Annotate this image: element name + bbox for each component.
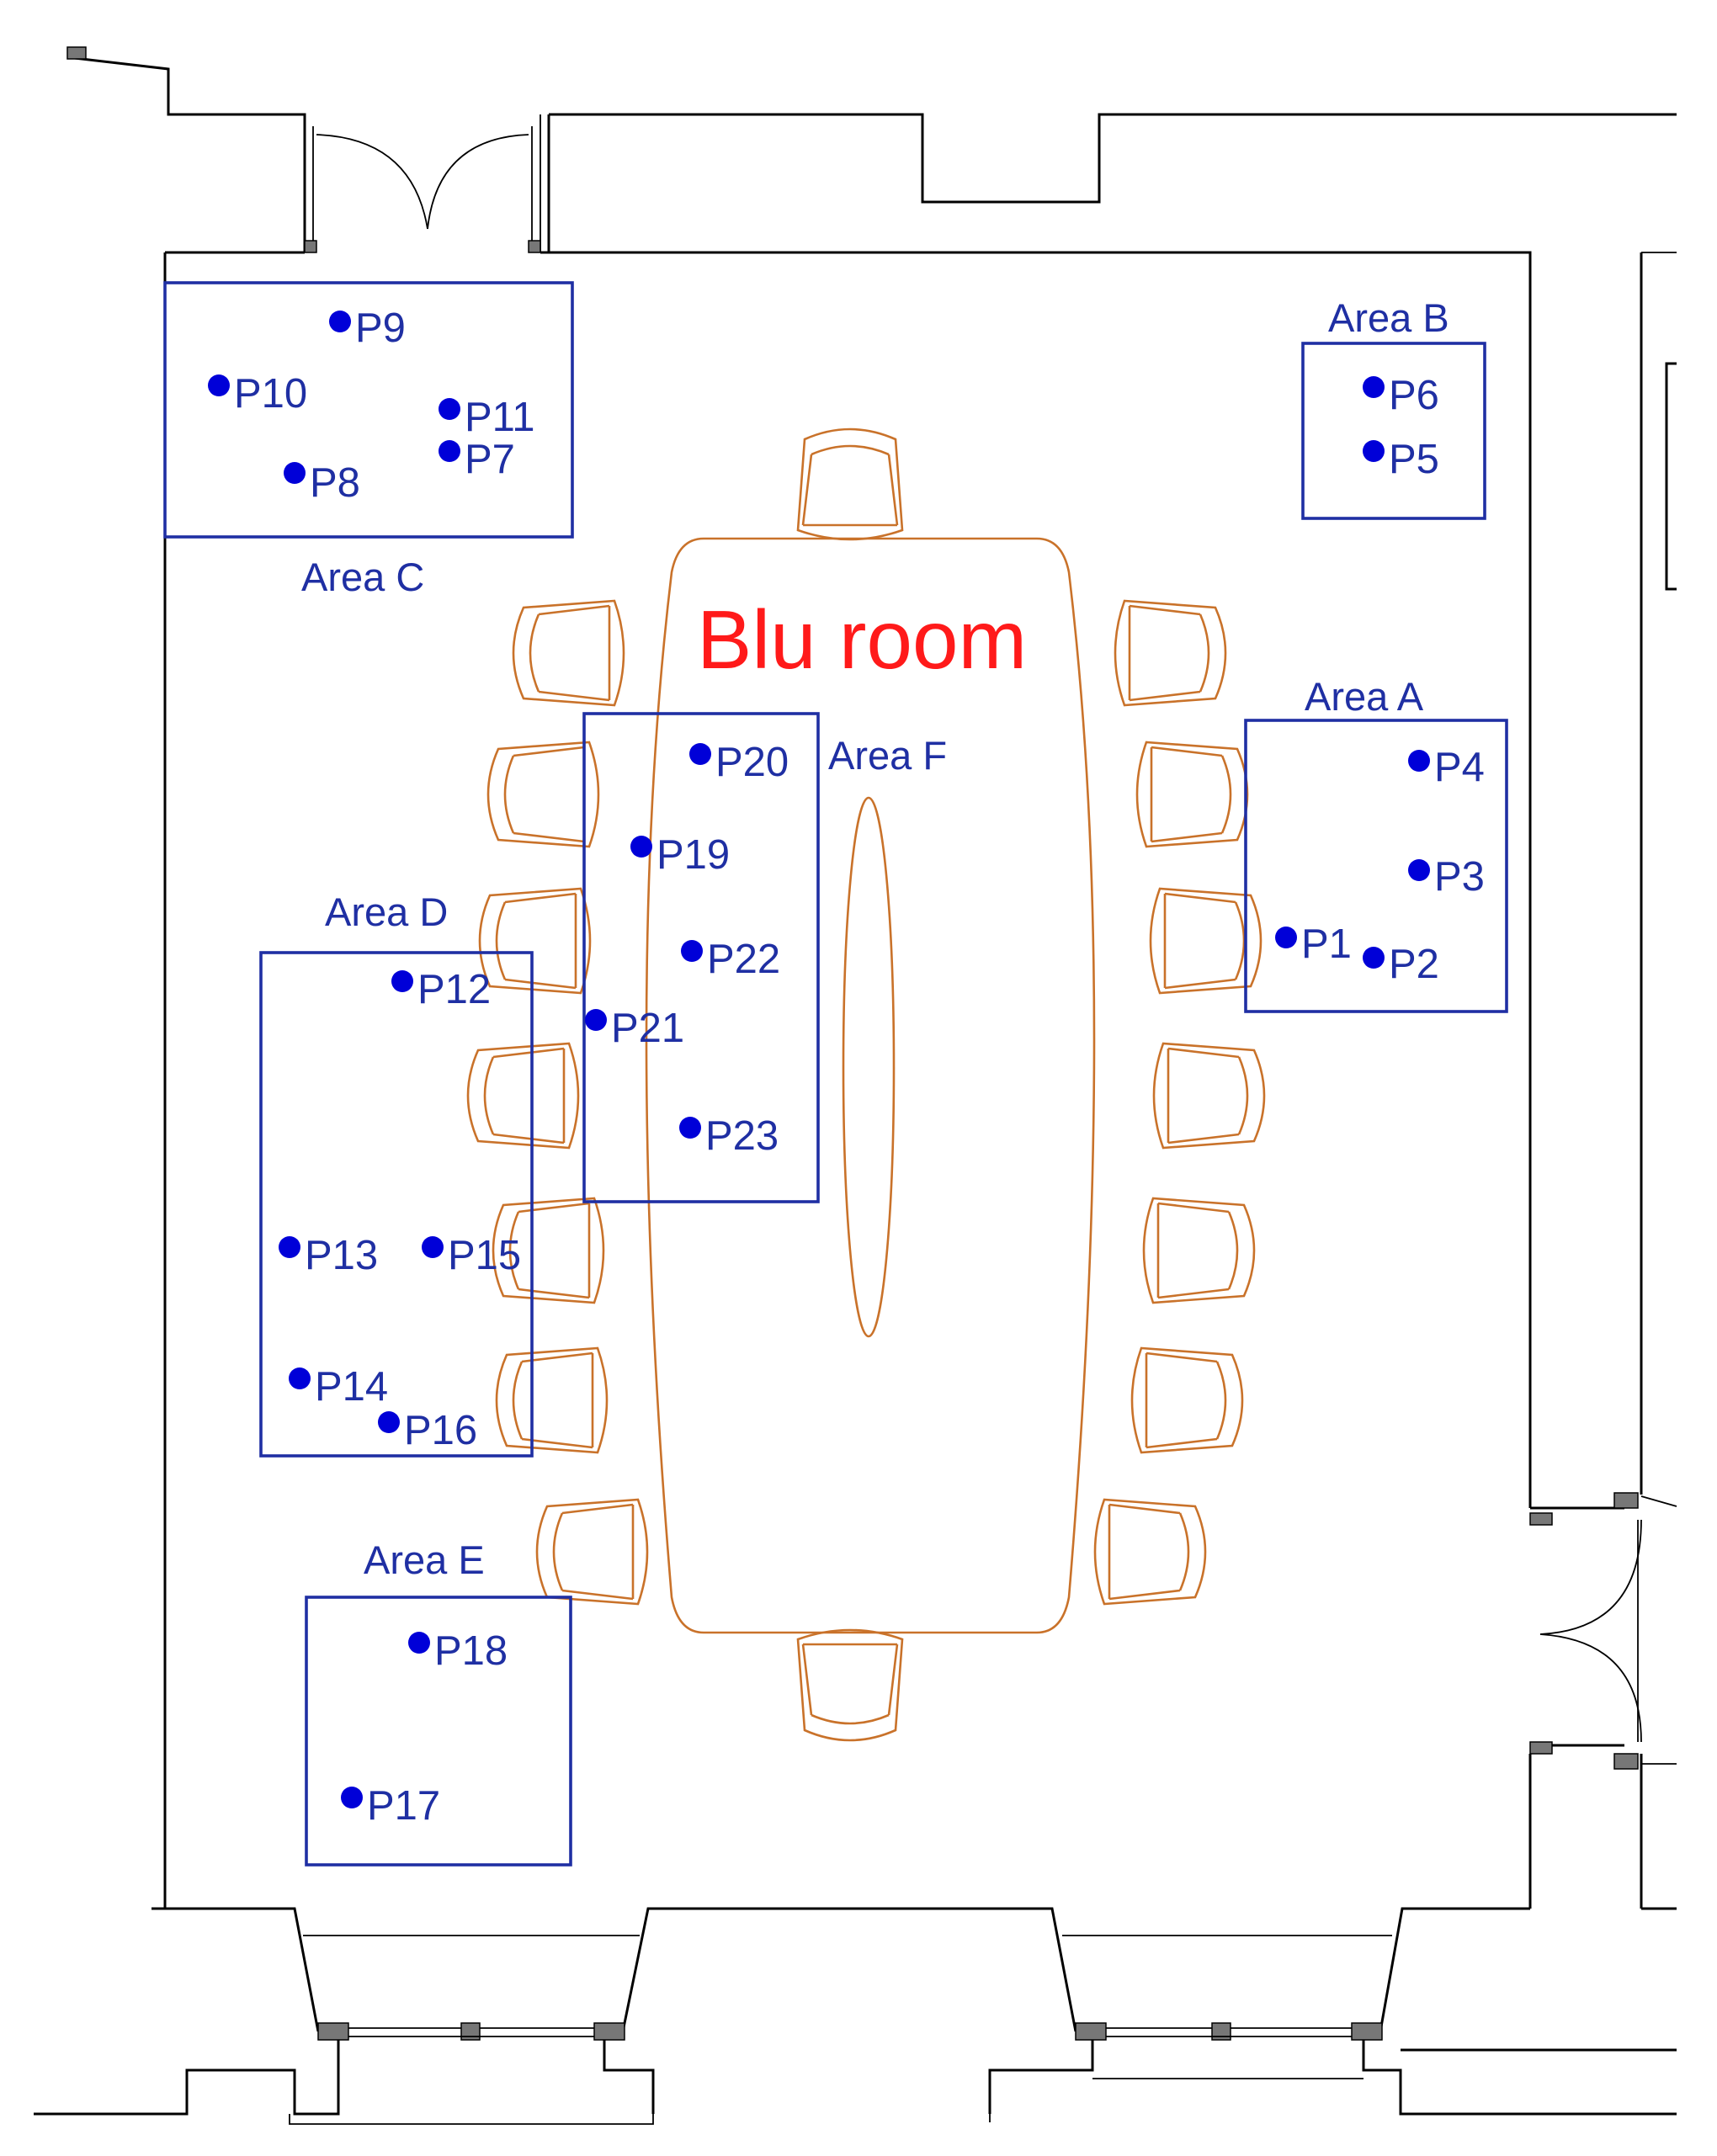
- measurement-points: P1 P2 P3 P4 P5 P6 P7 P8 P9 P10 P11 P12 P…: [208, 305, 1485, 1829]
- point-p9-label: P9: [355, 305, 406, 351]
- point-p10-dot: [208, 374, 230, 396]
- chair: [1135, 741, 1249, 848]
- point-p21-label: P21: [611, 1006, 684, 1051]
- point-p18-label: P18: [434, 1628, 508, 1674]
- point-p2-label: P2: [1389, 942, 1439, 987]
- area-d-label: Area D: [325, 889, 448, 934]
- point-p16-dot: [378, 1411, 400, 1433]
- point-p14-label: P14: [315, 1364, 388, 1410]
- point-p4-dot: [1408, 750, 1430, 772]
- chair: [1130, 1346, 1244, 1454]
- point-p20-label: P20: [715, 740, 789, 785]
- point-p12-dot: [391, 970, 413, 992]
- point-p19-dot: [630, 836, 652, 858]
- point-p7-dot: [439, 440, 460, 462]
- conference-table: [645, 537, 1096, 1634]
- chair: [1142, 1197, 1256, 1304]
- point-p11-label: P11: [465, 395, 535, 440]
- area-e-label: Area E: [364, 1537, 485, 1582]
- point-p6-label: P6: [1389, 373, 1439, 418]
- area-c-box: [163, 281, 574, 539]
- point-p21-dot: [585, 1009, 607, 1031]
- point-p8-label: P8: [310, 460, 360, 506]
- point-p4-label: P4: [1434, 745, 1485, 790]
- point-p5-dot: [1363, 440, 1385, 462]
- point-p23-dot: [679, 1117, 701, 1139]
- point-p17-dot: [341, 1787, 363, 1808]
- point-p13-label: P13: [305, 1233, 378, 1278]
- entrance-door: [304, 114, 541, 253]
- chair: [492, 1197, 605, 1304]
- chairs: [466, 427, 1266, 1742]
- chair: [1114, 599, 1227, 707]
- point-p11-dot: [439, 398, 460, 420]
- area-a-box: [1244, 719, 1508, 1013]
- point-p12-label: P12: [417, 967, 491, 1012]
- point-p5-label: P5: [1389, 437, 1439, 482]
- point-p3-label: P3: [1434, 854, 1485, 900]
- chair: [486, 741, 600, 848]
- walls: [34, 46, 1677, 2125]
- area-f-label: Area F: [828, 733, 947, 778]
- point-p7-label: P7: [465, 437, 515, 482]
- point-p18-dot: [408, 1632, 430, 1654]
- chair: [495, 1346, 609, 1454]
- point-p9-dot: [329, 311, 351, 332]
- point-p6-dot: [1363, 376, 1385, 398]
- point-p19-label: P19: [656, 832, 730, 878]
- point-p13-dot: [279, 1236, 300, 1258]
- area-f-box: [582, 712, 820, 1203]
- area-c-label: Area C: [301, 555, 424, 599]
- chair: [1149, 887, 1262, 995]
- chair: [1152, 1042, 1266, 1150]
- point-p3-dot: [1408, 859, 1430, 881]
- chair: [512, 599, 625, 707]
- measurement-areas: Area A Area B Area C Area D Area E Area …: [163, 281, 1508, 1867]
- chair: [466, 1042, 580, 1150]
- chair: [796, 1628, 904, 1742]
- area-a-label: Area A: [1305, 674, 1424, 719]
- area-b-label: Area B: [1328, 295, 1449, 340]
- chair: [535, 1498, 649, 1606]
- point-p23-label: P23: [705, 1113, 779, 1159]
- point-p20-dot: [689, 743, 711, 765]
- area-e-box: [305, 1596, 572, 1867]
- chair: [478, 887, 592, 995]
- chair: [1093, 1498, 1207, 1606]
- point-p1-label: P1: [1301, 921, 1352, 967]
- point-p2-dot: [1363, 947, 1385, 969]
- chair: [796, 427, 904, 541]
- point-p22-dot: [681, 940, 703, 962]
- point-p16-label: P16: [404, 1408, 477, 1453]
- point-p1-dot: [1275, 927, 1297, 948]
- point-p22-label: P22: [707, 937, 780, 982]
- point-p17-label: P17: [367, 1783, 440, 1829]
- point-p10-label: P10: [234, 371, 307, 417]
- room-name: Blu room: [697, 593, 1027, 686]
- point-p14-dot: [289, 1367, 311, 1389]
- point-p15-label: P15: [448, 1233, 521, 1278]
- area-b-box: [1301, 342, 1486, 520]
- area-d-box: [259, 951, 534, 1458]
- point-p8-dot: [284, 462, 306, 484]
- point-p15-dot: [422, 1236, 444, 1258]
